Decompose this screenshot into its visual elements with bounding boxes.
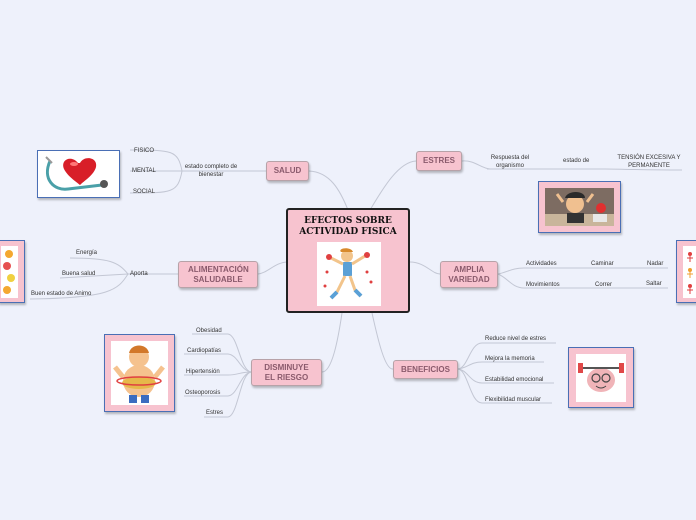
central-topic[interactable]: EFECTOS SOBRE ACTIVIDAD FISICA xyxy=(286,208,410,313)
sports-image xyxy=(676,240,696,303)
beneficio-item-muscular: Flexibilidad muscular xyxy=(485,397,542,403)
dumbbell-brain-image xyxy=(568,347,634,408)
beneficio-item-emocional: Estabilidad emocional xyxy=(485,377,544,383)
alimentacion-connector: Aporta xyxy=(130,271,148,277)
node-amplia-label: AMPLIA VARIEDAD xyxy=(448,264,490,284)
node-alimentacion[interactable]: ALIMENTACIÓN SALUDABLE xyxy=(178,261,258,288)
beneficio-item-memoria: Mejora la memoria xyxy=(485,356,535,362)
amplia-row1-a: Actividades xyxy=(526,261,557,267)
alimentacion-item-salud: Buena salud xyxy=(62,271,96,277)
riesgo-item-osteoporosis: Osteoporosis xyxy=(185,390,221,396)
estres-sub2: estado de xyxy=(563,158,590,164)
node-beneficios[interactable]: BENEFICIOS xyxy=(393,360,458,379)
dancer-image xyxy=(317,242,381,306)
node-amplia-variedad[interactable]: AMPLIA VARIEDAD xyxy=(440,261,498,288)
node-alimentacion-label: ALIMENTACIÓN SALUDABLE xyxy=(188,264,249,284)
overweight-child-image xyxy=(104,334,175,412)
riesgo-item-cardiopatias: Cardiopatías xyxy=(187,348,222,354)
node-salud-label: SALUD xyxy=(273,166,302,175)
salud-item-social: SOCIAL xyxy=(133,189,156,195)
amplia-row1-b: Caminar xyxy=(591,261,614,267)
salud-item-mental: MENTAL xyxy=(132,168,156,174)
heart-stethoscope-image xyxy=(37,150,120,198)
salud-item-fisico: FISICO xyxy=(134,148,155,154)
node-estres[interactable]: ESTRES xyxy=(416,151,462,171)
healthy-food-image xyxy=(0,240,25,303)
amplia-row2-b: Correr xyxy=(595,282,613,288)
node-estres-label: ESTRES xyxy=(422,156,455,165)
riesgo-item-obesidad: Obesidad xyxy=(196,328,222,334)
salud-connector: estado completo de bienestar xyxy=(184,164,238,178)
amplia-row2-a: Movimientos xyxy=(526,282,560,288)
alimentacion-item-animo: Buen estado de Animo xyxy=(31,291,92,297)
riesgo-item-hipertension: Hipertensión xyxy=(186,369,220,375)
beneficio-item-estres: Reduce nivel de estres xyxy=(485,336,547,342)
node-disminuye-label: DISMINUYE EL RIESGO xyxy=(264,362,309,382)
estres-leaf: TENSIÓN EXCESIVA Y PERMANENTE xyxy=(617,155,681,169)
node-beneficios-label: BENEFICIOS xyxy=(401,364,450,374)
alimentacion-item-energia: Energía xyxy=(76,250,98,256)
amplia-row2-c: Saltar xyxy=(646,281,662,287)
amplia-row1-c: Nadar xyxy=(647,261,664,267)
node-salud[interactable]: SALUD xyxy=(266,161,309,181)
central-topic-title: EFECTOS SOBRE ACTIVIDAD FISICA xyxy=(299,216,397,237)
node-disminuye-riesgo[interactable]: DISMINUYE EL RIESGO xyxy=(251,359,322,386)
riesgo-item-estres: Estres xyxy=(206,410,224,416)
stressed-person-image xyxy=(538,181,621,233)
estres-sub: Respuesta del organismo xyxy=(490,155,530,169)
